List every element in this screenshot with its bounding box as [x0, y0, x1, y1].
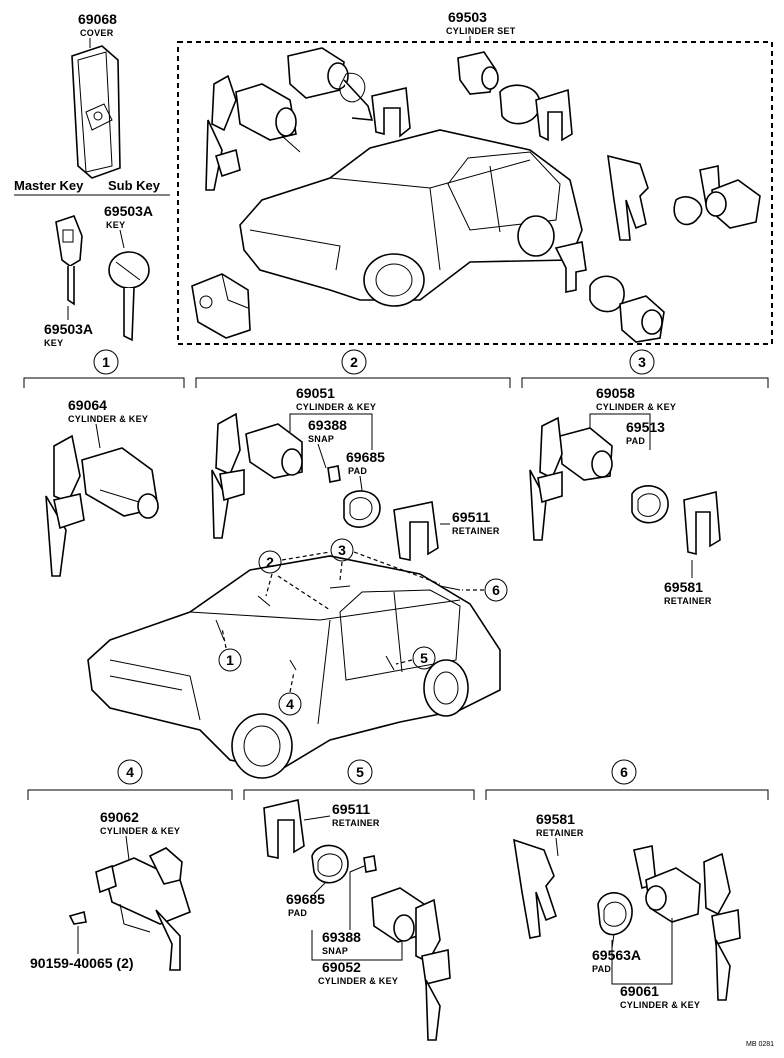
p69685-a-desc: PAD [348, 466, 367, 476]
p69388-a-desc: SNAP [308, 434, 334, 444]
door-cylinder-icon-sec3 [529, 416, 613, 541]
p69511-a-desc: RETAINER [452, 526, 500, 536]
trunk-cylinder-icon-sec6 [633, 845, 741, 1001]
trunk-cylinder-icon-top [673, 165, 761, 229]
section-5-number: 5 [356, 764, 364, 780]
cylinder-set-box [177, 41, 773, 345]
p69563a-desc: PAD [592, 964, 611, 974]
p90159-number: 90159-40065 (2) [30, 955, 134, 971]
callout-1: 1 [226, 652, 234, 668]
section-headers-row2: 4 5 6 [27, 759, 769, 800]
retainer-icon-top-left [371, 87, 411, 138]
door-cylinder-icon-sec5 [371, 887, 451, 1041]
p69563a-number: 69563A [592, 947, 641, 963]
p69388-a-number: 69388 [308, 417, 347, 433]
sub-key-number: 69503A [104, 203, 153, 219]
pad-icon-top-mid [499, 84, 541, 125]
p69511-b-number: 69511 [332, 801, 370, 817]
trunk-cylinder-icon-top-bottom [619, 295, 665, 343]
p69685-b-number: 69685 [286, 891, 325, 907]
car-outline-top [239, 129, 583, 307]
pad-icon-sec2 [343, 490, 381, 528]
snap-icon-sec5 [363, 855, 377, 873]
ignition-cylinder-icon-top [205, 74, 301, 191]
p69581-b-number: 69581 [536, 811, 575, 827]
retainer-icon-top-bottom [554, 241, 587, 293]
p69058-desc: CYLINDER & KEY [596, 402, 676, 412]
p69511-b-desc: RETAINER [332, 818, 380, 828]
p69064-number: 69064 [68, 397, 107, 413]
p69062-number: 69062 [100, 809, 139, 825]
callout-3: 3 [338, 542, 346, 558]
master-key-desc: KEY [44, 338, 63, 348]
p69064-desc: CYLINDER & KEY [68, 414, 148, 424]
p69388-b-desc: SNAP [322, 946, 348, 956]
section-1-number: 1 [102, 354, 110, 370]
p69581-a-desc: RETAINER [664, 596, 712, 606]
p69513-desc: PAD [626, 436, 645, 446]
p69062-desc: CYLINDER & KEY [100, 826, 180, 836]
p69581-b-desc: RETAINER [536, 828, 584, 838]
sub-key-label: Sub Key [108, 178, 161, 193]
pad-icon-sec6 [597, 892, 633, 936]
pad-icon-sec3 [631, 485, 669, 524]
callout-6: 6 [492, 582, 500, 598]
glovebox-cylinder-icon [95, 847, 191, 971]
p69061-number: 69061 [620, 983, 659, 999]
pad-icon-sec5 [311, 844, 349, 884]
ignition-cylinder-icon [45, 434, 159, 577]
cover-group: 69068 COVER [71, 11, 121, 179]
sub-key-desc: KEY [106, 220, 125, 230]
section-headers-row1: 1 2 3 [23, 349, 769, 388]
p69061-desc: CYLINDER & KEY [620, 1000, 700, 1010]
retainer-icon-top-mid [535, 88, 573, 142]
car-outline-main [87, 555, 501, 779]
p69051-desc: CYLINDER & KEY [296, 402, 376, 412]
master-key-label: Master Key [14, 178, 84, 193]
callouts: 1 2 3 4 5 6 [218, 538, 508, 716]
p69051-number: 69051 [296, 385, 335, 401]
retainer-icon-sec6 [513, 838, 557, 939]
master-key-number: 69503A [44, 321, 93, 337]
cylinder-set-number: 69503 [448, 9, 487, 25]
p69581-a-number: 69581 [664, 579, 703, 595]
section-4-number: 4 [126, 764, 134, 780]
p69511-a-number: 69511 [452, 509, 490, 525]
callout-4: 4 [286, 696, 294, 712]
retainer-icon-sec2 [393, 501, 439, 561]
section-2-number: 2 [350, 354, 358, 370]
door-cylinder-icon-top-left [287, 47, 374, 121]
snap-icon-sec2 [327, 465, 341, 483]
cover-desc: COVER [80, 28, 114, 38]
door-cylinder-icon-sec2 [211, 412, 303, 539]
door-cylinder-icon-top-mid [457, 51, 499, 95]
p69388-b-number: 69388 [322, 929, 361, 945]
key-cover-icon [71, 45, 121, 179]
retainer-icon-sec3 [683, 490, 721, 556]
glovebox-cylinder-icon-top [191, 273, 251, 339]
sub-key-icon [108, 251, 150, 342]
p69052-number: 69052 [322, 959, 361, 975]
screw-icon [68, 910, 87, 925]
callout-2: 2 [266, 554, 274, 570]
section-6-number: 6 [620, 764, 628, 780]
callout-5: 5 [420, 650, 428, 666]
cover-number: 69068 [78, 11, 117, 27]
p69685-b-desc: PAD [288, 908, 307, 918]
section-3-number: 3 [638, 354, 646, 370]
master-key-icon [55, 215, 83, 306]
p69513-number: 69513 [626, 419, 665, 435]
p69058-number: 69058 [596, 385, 635, 401]
pad-icon-top-bottom [589, 275, 625, 313]
p69052-desc: CYLINDER & KEY [318, 976, 398, 986]
retainer-icon-sec5 [263, 799, 305, 859]
retainer-icon-top-right [607, 154, 649, 241]
drawing-code: MB 0281 [746, 1041, 774, 1048]
p69685-a-number: 69685 [346, 449, 385, 465]
cylinder-set-desc: CYLINDER SET [446, 26, 516, 36]
